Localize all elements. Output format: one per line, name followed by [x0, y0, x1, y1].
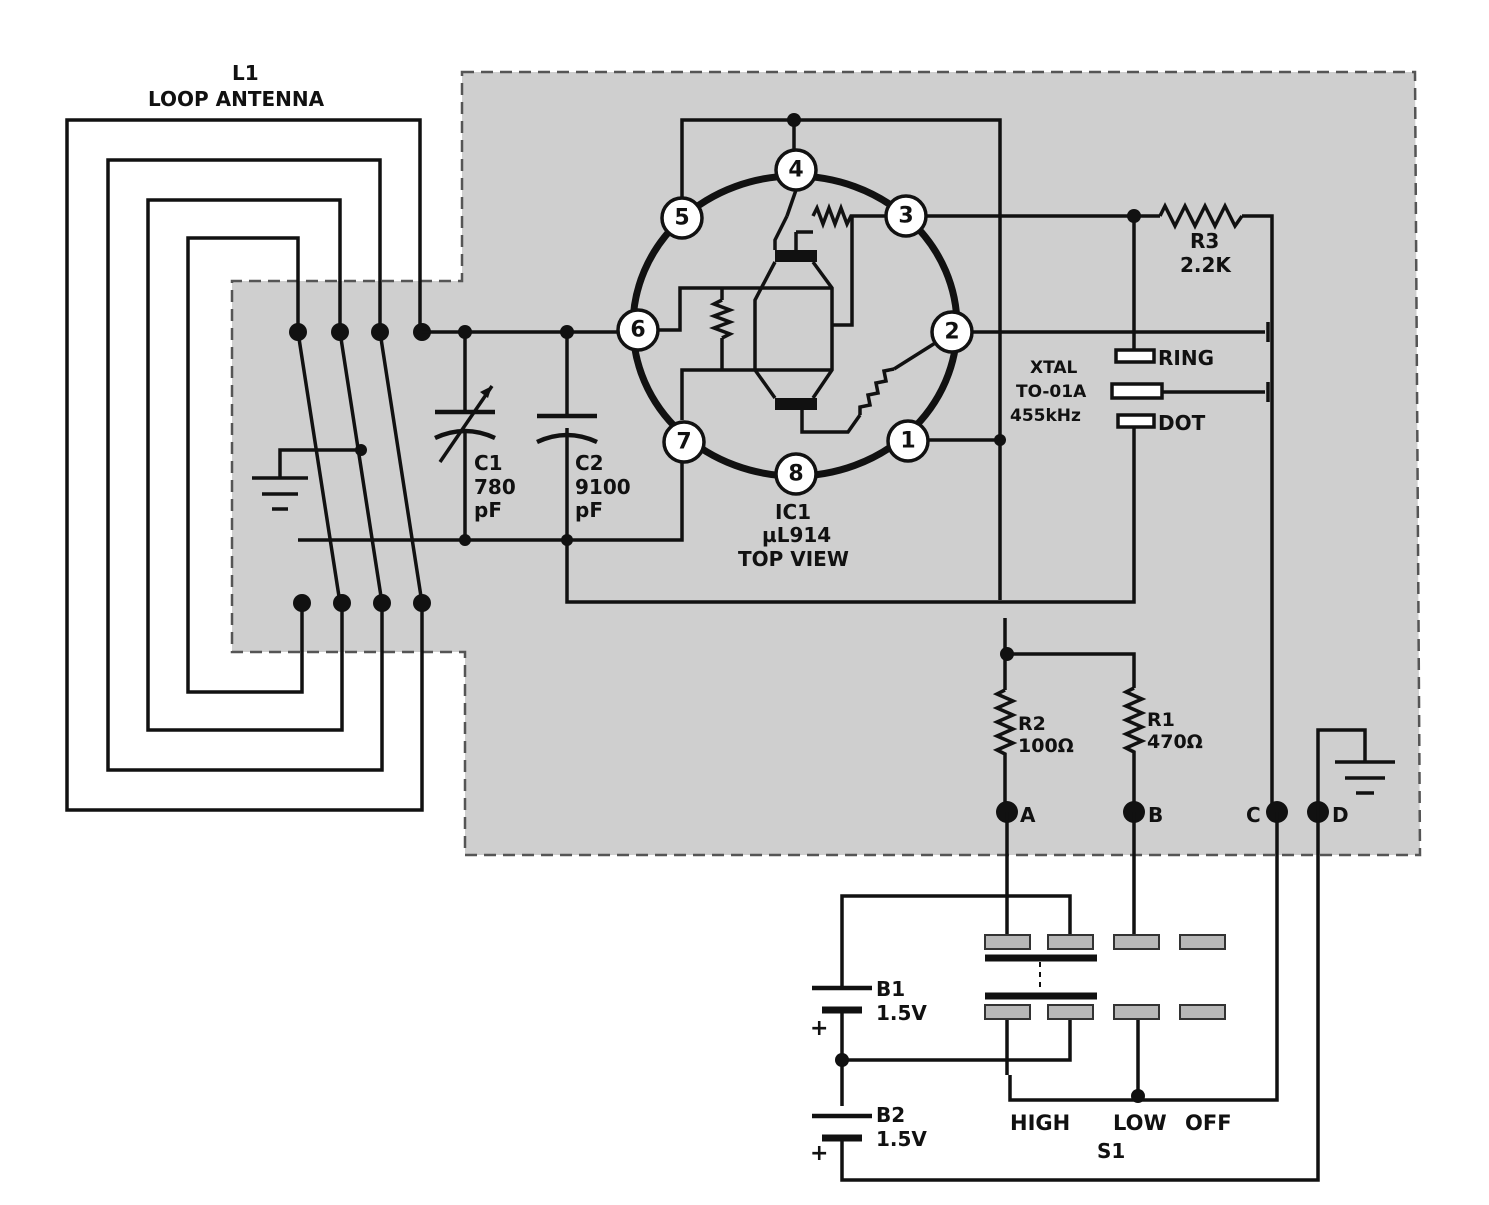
c2-unit-label: pF: [575, 498, 603, 522]
svg-text:+: +: [810, 1016, 828, 1041]
ic1-pin-1: [886, 419, 930, 463]
junction-dots: [458, 113, 1141, 661]
switch-position-low: LOW: [1113, 1111, 1167, 1135]
c2-ref-label: C2: [575, 451, 604, 475]
resistor-r1-symbol: [1121, 686, 1147, 765]
c1-value-label: 780: [474, 475, 516, 499]
terminal-b-label: B: [1148, 803, 1163, 827]
ic1-pin-4-label: 4: [788, 158, 803, 183]
lower-junction-dots: [835, 1053, 1145, 1103]
resistor-r3-symbol: [1158, 202, 1244, 230]
ic1-pin-8: [774, 452, 818, 496]
antenna-ground-symbol: [252, 448, 361, 511]
resistor-r2-symbol: [992, 688, 1018, 765]
b2-ref-label: B2: [876, 1103, 905, 1127]
ic1-internal-circuit: [656, 189, 941, 434]
c1-ref-label: C1: [474, 451, 503, 475]
antenna-junction-dots: [289, 323, 431, 612]
crystal-ring-label: RING: [1158, 346, 1214, 370]
b2-value-label: 1.5V: [876, 1127, 927, 1151]
c1-unit-label: pF: [474, 498, 502, 522]
r2-value-label: 100Ω: [1018, 735, 1074, 757]
terminal-a-label: A: [1020, 803, 1036, 827]
slide-switch-s1: [984, 934, 1226, 1020]
switch-position-off: OFF: [1185, 1111, 1232, 1135]
switch-position-high: HIGH: [1010, 1111, 1070, 1135]
antenna-name-label: LOOP ANTENNA: [148, 87, 325, 111]
ic1-pin-4: [774, 148, 818, 192]
ic1-pin-3: [884, 194, 928, 238]
battery-b2-symbol: +: [810, 1113, 872, 1166]
b1-ref-label: B1: [876, 977, 905, 1001]
ic1-pin-5: [660, 196, 704, 240]
svg-text:+: +: [810, 1141, 828, 1166]
ic1-pin-7: [662, 420, 706, 464]
ic1-pin-3-label: 3: [898, 204, 913, 229]
r1-value-label: 470Ω: [1147, 731, 1203, 753]
c2-value-label: 9100: [575, 475, 631, 499]
crystal-dot-label: DOT: [1158, 411, 1206, 435]
battery-b1-symbol: +: [810, 985, 872, 1041]
capacitor-c2-symbol: [536, 413, 598, 445]
ic1-pin-6-label: 6: [630, 318, 645, 343]
ic1-pin-2-label: 2: [944, 320, 959, 345]
r3-value-label: 2.2K: [1180, 253, 1232, 277]
b1-value-label: 1.5V: [876, 1001, 927, 1025]
r1-ref-label: R1: [1147, 709, 1175, 731]
crystal-line1-label: XTAL: [1030, 358, 1078, 378]
loop-antenna-coil: [65, 118, 424, 812]
ic1-part-label: µL914: [762, 523, 831, 547]
ic1-pin-8-label: 8: [788, 462, 803, 487]
battery-switch-wiring: [840, 812, 1320, 1182]
ic1-pin-6: [616, 308, 660, 352]
capacitor-c1-symbol: [434, 385, 496, 463]
ic1-view-label: TOP VIEW: [738, 547, 849, 571]
ic1-pin-5-label: 5: [674, 206, 689, 231]
terminal-d-label: D: [1332, 803, 1349, 827]
ic1-pin-7-label: 7: [676, 430, 691, 455]
antenna-ref-label: L1: [232, 61, 259, 85]
crystal-line3-label: 455kHz: [1010, 406, 1081, 426]
circuit-board-area: [230, 70, 1422, 857]
crystal-symbol: [1110, 348, 1164, 429]
ic1-pins: 4 5 3 6 2 7 1 8: [616, 148, 974, 496]
r3-ref-label: R3: [1190, 229, 1219, 253]
ic1-pin-1-label: 1: [900, 429, 915, 454]
ic1-ref-label: IC1: [775, 500, 811, 524]
r2-ref-label: R2: [1018, 713, 1046, 735]
terminal-c-label: C: [1246, 803, 1261, 827]
switch-ref-label: S1: [1097, 1139, 1125, 1163]
ic1-pin-2: [930, 310, 974, 354]
crystal-line2-label: TO-01A: [1016, 382, 1087, 402]
output-ground-symbol: [1316, 728, 1395, 812]
